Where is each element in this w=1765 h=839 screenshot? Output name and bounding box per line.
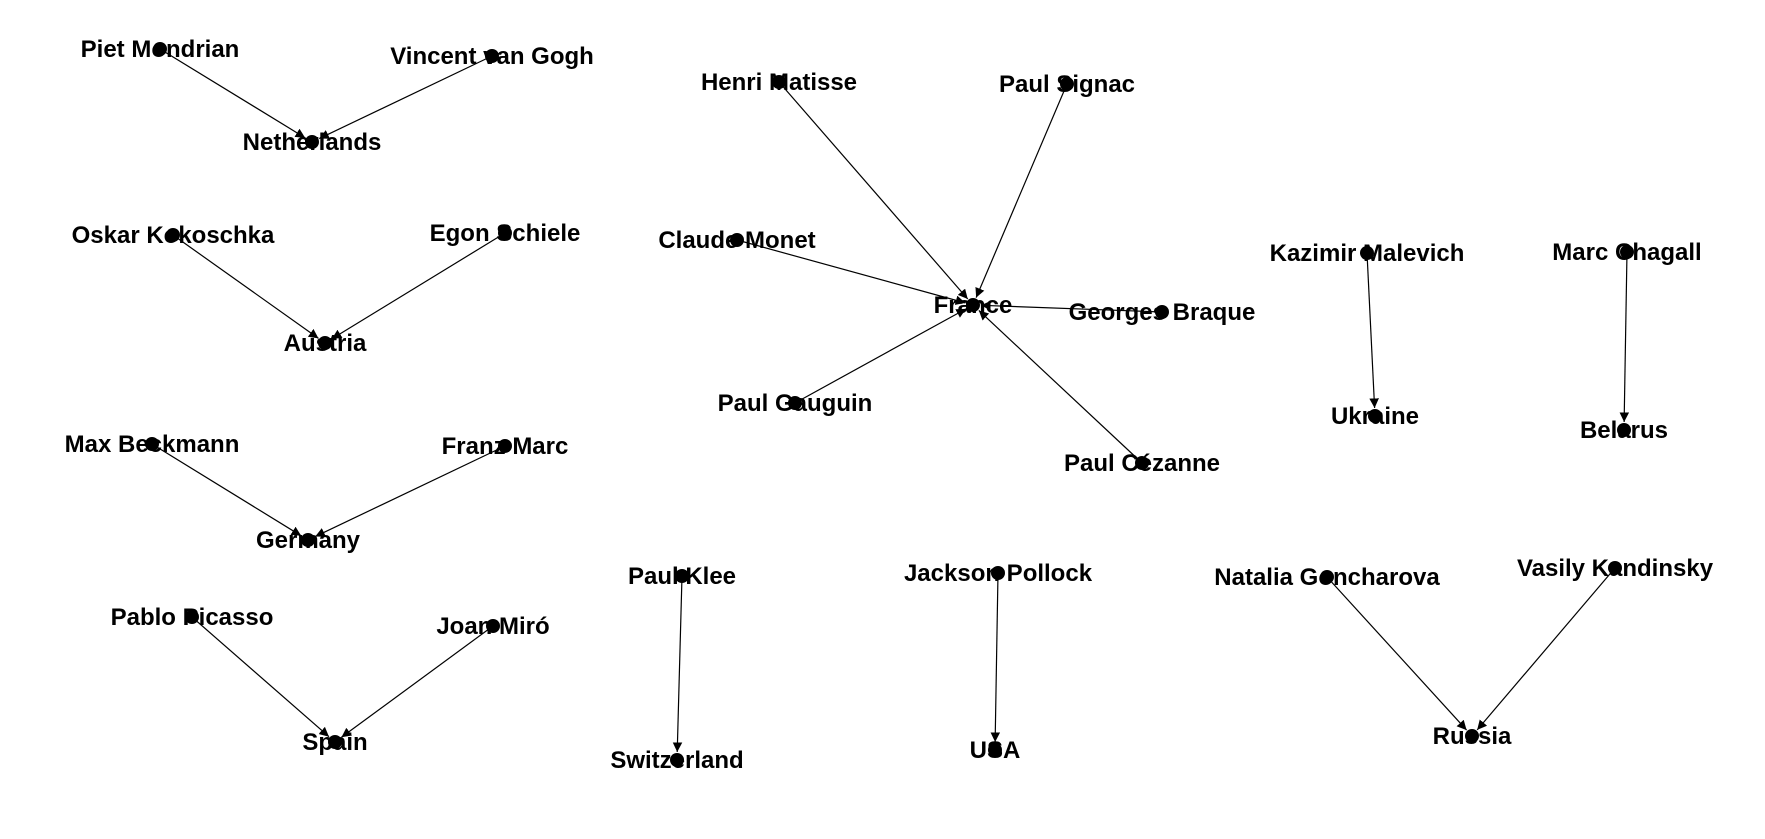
node-paul-cezanne xyxy=(1135,456,1149,470)
labels: Piet Mondrian Vincent van GoghNetherlands… xyxy=(65,36,1714,774)
node-label-joan-miro: Joan Miró xyxy=(436,613,549,640)
node-france xyxy=(966,298,980,312)
node-paul-gauguin xyxy=(788,396,802,410)
node-paul-klee xyxy=(675,569,689,583)
node-label-russia: Russia xyxy=(1433,723,1512,750)
edge-natalia-goncharova-to-russia xyxy=(1326,576,1468,731)
node-spain xyxy=(328,735,342,749)
node-piet-mondrian xyxy=(153,42,167,56)
node-joan-miro xyxy=(486,619,500,633)
node-label-pablo-picasso: Pablo Picasso xyxy=(111,604,274,631)
node-russia xyxy=(1465,729,1479,743)
node-egon-schiele xyxy=(498,226,512,240)
edge-paul-gauguin-to-france xyxy=(794,308,967,404)
node-label-paul-klee: Paul Klee xyxy=(628,563,736,590)
node-ukraine xyxy=(1368,409,1382,423)
edge-egon-schiele-to-austria xyxy=(331,232,506,340)
edge-kazimir-malevich-to-ukraine xyxy=(1366,252,1379,409)
node-label-franz-marc: Franz Marc xyxy=(442,433,569,460)
node-label-henri-matisse: Henri Matisse xyxy=(701,69,857,96)
node-vincent-van-gogh xyxy=(485,49,499,63)
edge-joan-miro-to-spain xyxy=(341,625,494,738)
node-vasily-kandinsky xyxy=(1608,561,1622,575)
node-label-claude-monet: Claude Monet xyxy=(658,227,815,254)
node-switzerland xyxy=(670,753,684,767)
node-label-vasily-kandinsky: Vasily Kandinsky xyxy=(1517,555,1714,582)
node-max-beckmann xyxy=(145,437,159,451)
edge-vasily-kandinsky-to-russia xyxy=(1476,567,1616,731)
edges xyxy=(151,48,1630,753)
edge-georges-braque-to-france xyxy=(980,300,1163,313)
node-label-switzerland: Switzerland xyxy=(610,747,743,774)
node-belarus xyxy=(1617,423,1631,437)
nodes xyxy=(145,42,1634,767)
node-franz-marc xyxy=(498,439,512,453)
edge-jackson-pollock-to-usa xyxy=(990,572,1001,743)
edge-marc-chagall-to-belarus xyxy=(1619,251,1630,423)
node-label-egon-schiele: Egon Schiele xyxy=(430,220,581,247)
node-label-oskar-kokoschka: Oskar Kokoschka xyxy=(72,222,275,249)
node-netherlands xyxy=(305,135,319,149)
node-pablo-picasso xyxy=(185,610,199,624)
edge-paul-cezanne-to-france xyxy=(978,310,1143,464)
edge-franz-marc-to-germany xyxy=(314,445,506,538)
edge-paul-signac-to-france xyxy=(975,83,1068,298)
node-oskar-kokoschka xyxy=(166,228,180,242)
node-label-natalia-goncharova: Natalia Goncharova xyxy=(1214,564,1440,591)
node-label-usa: USA xyxy=(970,737,1021,764)
edge-pablo-picasso-to-spain xyxy=(191,616,330,738)
node-label-netherlands: Netherlands xyxy=(243,129,382,156)
edge-max-beckmann-to-germany xyxy=(151,443,302,537)
node-label-paul-cezanne: Paul Cézanne xyxy=(1064,450,1220,477)
node-claude-monet xyxy=(730,233,744,247)
node-label-georges-braque: Georges Braque xyxy=(1069,299,1256,326)
node-paul-signac xyxy=(1060,77,1074,91)
node-label-paul-signac: Paul Signac xyxy=(999,71,1135,98)
node-jackson-pollock xyxy=(991,566,1005,580)
node-marc-chagall xyxy=(1620,245,1634,259)
node-label-paul-gauguin: Paul Gauguin xyxy=(718,390,873,417)
node-label-austria: Austria xyxy=(284,330,367,357)
edge-claude-monet-to-france xyxy=(736,239,966,305)
edge-henri-matisse-to-france xyxy=(778,81,969,300)
node-label-spain: Spain xyxy=(302,729,367,756)
node-natalia-goncharova xyxy=(1320,570,1334,584)
node-label-germany: Germany xyxy=(256,527,361,554)
edge-piet-mondrian-to-netherlands xyxy=(159,48,306,139)
node-henri-matisse xyxy=(772,75,786,89)
node-label-jackson-pollock: Jackson Pollock xyxy=(904,560,1093,587)
node-austria xyxy=(318,336,332,350)
node-georges-braque xyxy=(1155,305,1169,319)
node-label-marc-chagall: Marc Chagall xyxy=(1552,239,1701,266)
node-label-kazimir-malevich: Kazimir Malevich xyxy=(1270,240,1465,267)
node-label-france: France xyxy=(934,292,1013,319)
node-kazimir-malevich xyxy=(1360,246,1374,260)
edge-vincent-van-gogh-to-netherlands xyxy=(318,55,493,140)
node-germany xyxy=(301,533,315,547)
node-label-piet-mondrian: Piet Mondrian xyxy=(81,36,240,63)
node-label-belarus: Belarus xyxy=(1580,417,1668,444)
node-label-vincent-van-gogh: Vincent van Gogh xyxy=(390,43,594,70)
edge-oskar-kokoschka-to-austria xyxy=(172,234,319,339)
node-label-ukraine: Ukraine xyxy=(1331,403,1419,430)
node-label-max-beckmann: Max Beckmann xyxy=(65,431,240,458)
edge-paul-klee-to-switzerland xyxy=(672,575,683,753)
node-usa xyxy=(988,743,1002,757)
